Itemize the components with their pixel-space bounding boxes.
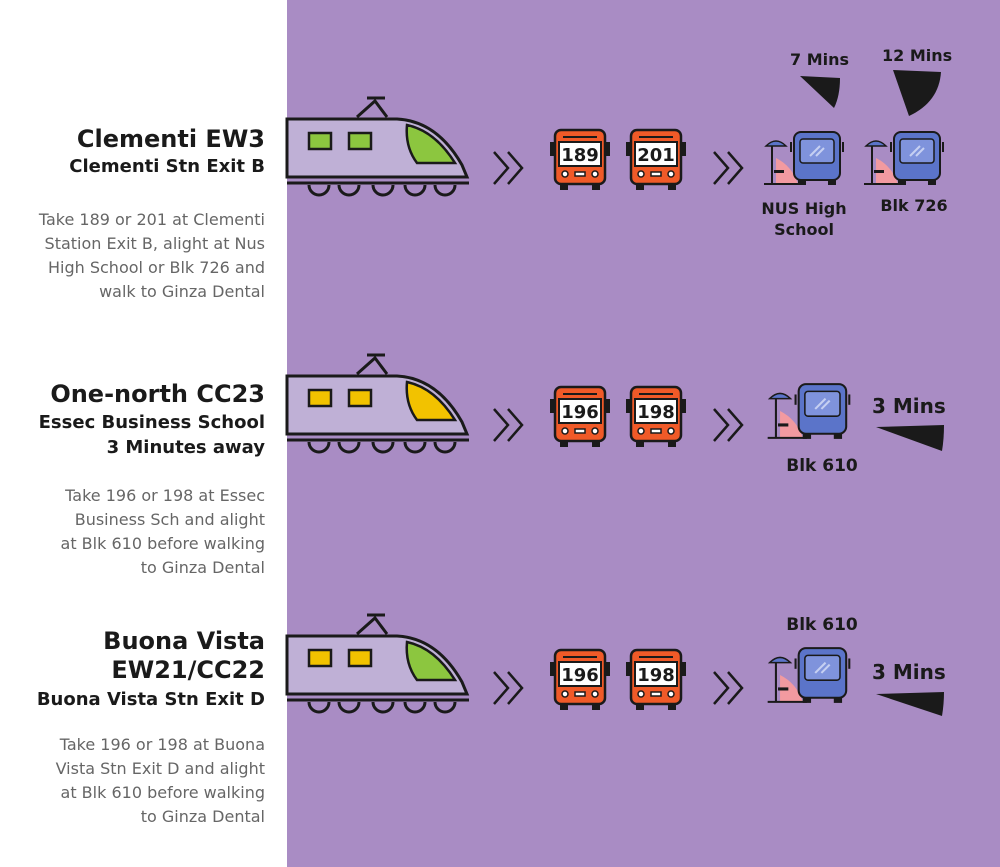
chevron-arrow-icon	[713, 671, 744, 705]
time-wedge-icon	[876, 692, 944, 716]
station-exit: Essec Business School	[38, 412, 265, 433]
train-window	[347, 131, 373, 151]
train-window	[307, 388, 333, 408]
bus-number: 201	[637, 145, 675, 166]
route-description: Take 189 or 201 at Clementi Station Exit…	[15, 208, 265, 304]
travel-time: 12 Mins	[882, 46, 953, 65]
travel-time: 7 Mins	[790, 50, 850, 69]
time-wedge-icon	[893, 70, 941, 116]
travel-time: 3 Mins	[872, 660, 946, 684]
station-exit: Clementi Stn Exit B	[69, 156, 265, 177]
bus-stop-icon	[764, 131, 844, 185]
bus-number: 196	[561, 665, 599, 686]
bus-front-icon: 198	[626, 648, 686, 710]
station-exit-note: 3 Minutes away	[106, 437, 265, 458]
route-clementi: Clementi EW3 Clementi Stn Exit B Take 18…	[0, 0, 1000, 301]
left-panel	[0, 0, 287, 867]
stop-name: NUS High School	[754, 198, 854, 240]
route-one-north: One-north CC23 Essec Business School 3 M…	[0, 0, 1000, 577]
bus-front-icon: 189	[550, 128, 610, 190]
stop-name-line: School	[774, 220, 834, 239]
bus-front-icon: 201	[626, 128, 686, 190]
station-name: One-north CC23	[50, 380, 265, 408]
description-line: to Ginza Dental	[140, 807, 265, 826]
bus-front-icon: 196	[550, 385, 610, 447]
stop-name: Blk 726	[880, 196, 948, 215]
train-nose	[405, 640, 458, 682]
bus-stop-icon	[767, 647, 851, 703]
description-line: walk to Ginza Dental	[99, 282, 265, 301]
description-line: Take 189 or 201 at Clementi	[38, 210, 265, 229]
bus-number: 198	[637, 402, 675, 423]
chevron-arrow-icon	[493, 408, 524, 442]
train-window	[307, 648, 333, 668]
description-line: at Blk 610 before walking	[60, 783, 265, 802]
bus-number: 189	[561, 145, 599, 166]
chevron-arrow-icon	[713, 408, 744, 442]
route-description: Take 196 or 198 at Essec Business Sch an…	[15, 484, 265, 580]
description-line: to Ginza Dental	[140, 558, 265, 577]
train-window	[307, 131, 333, 151]
bus-front-icon: 196	[550, 648, 610, 710]
chevron-arrow-icon	[493, 671, 524, 705]
station-exit: Buona Vista Stn Exit D	[36, 689, 265, 710]
bus-stop-icon	[864, 131, 944, 185]
train-nose	[405, 123, 458, 165]
route-buona-vista: Buona Vista EW21/CC22 Buona Vista Stn Ex…	[0, 0, 1000, 826]
train-icon	[285, 353, 470, 454]
route-description: Take 196 or 198 at Buona Vista Stn Exit …	[15, 733, 265, 829]
description-line: Business Sch and alight	[74, 510, 265, 529]
description-line: Vista Stn Exit D and alight	[55, 759, 265, 778]
stop-name: Blk 610	[786, 615, 858, 635]
station-name: Clementi EW3	[76, 125, 265, 153]
time-wedge-icon	[800, 76, 840, 108]
station-name-line2: EW21/CC22	[111, 656, 265, 684]
description-line: Station Exit B, alight at Nus	[44, 234, 265, 253]
train-window	[347, 388, 373, 408]
bus-front-icon: 198	[626, 385, 686, 447]
description-line: High School or Blk 726 and	[47, 258, 265, 277]
train-nose	[405, 380, 458, 422]
train-icon	[285, 613, 470, 714]
description-line: Take 196 or 198 at Buona	[59, 735, 265, 754]
bus-stop-icon	[767, 383, 851, 439]
bus-number: 196	[561, 402, 599, 423]
travel-time: 3 Mins	[872, 394, 946, 418]
description-line: at Blk 610 before walking	[60, 534, 265, 553]
train-window	[347, 648, 373, 668]
stop-name: Blk 610	[786, 456, 858, 476]
stop-name-line: NUS High	[761, 199, 847, 218]
description-line: Take 196 or 198 at Essec	[65, 486, 265, 505]
time-wedge-icon	[876, 425, 944, 451]
station-name: Buona Vista	[103, 627, 265, 655]
bus-number: 198	[637, 665, 675, 686]
train-icon	[285, 96, 470, 197]
chevron-arrow-icon	[713, 151, 744, 185]
chevron-arrow-icon	[493, 151, 524, 185]
